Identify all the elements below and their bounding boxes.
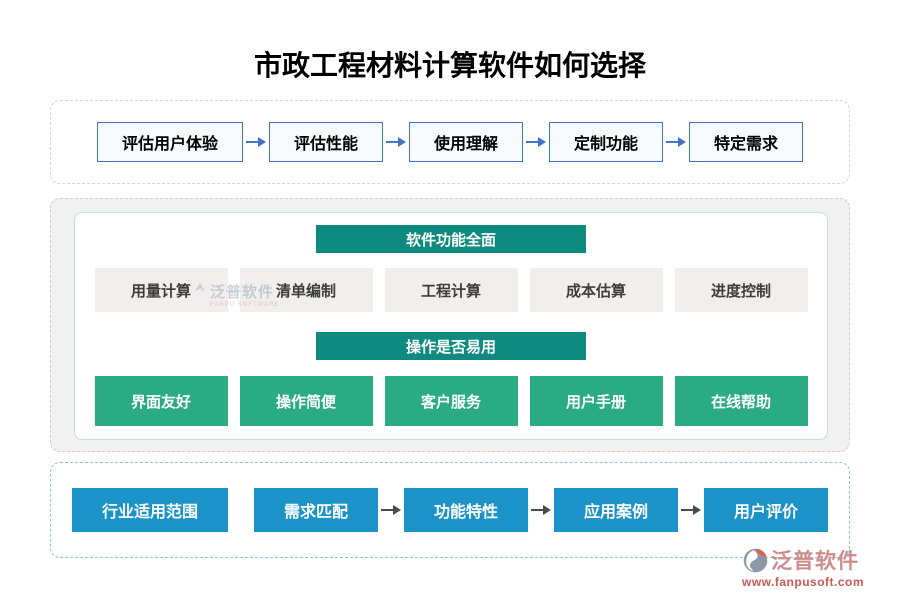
usability-item-friendly-ui: 界面友好 bbox=[94, 376, 228, 426]
function-items-row: 用量计算 清单编制 工程计算 成本估算 进度控制 bbox=[75, 268, 827, 312]
arrow-right-icon bbox=[663, 136, 689, 148]
fanpu-logo: 泛普软件 www.fanpusoft.com bbox=[742, 545, 898, 589]
feature-card: 软件功能全面 用量计算 清单编制 工程计算 成本估算 进度控制 操作是否易用 界… bbox=[74, 212, 828, 440]
flow-step-demand-match: 需求匹配 bbox=[253, 488, 378, 532]
usability-item-customer-service: 客户服务 bbox=[384, 376, 518, 426]
function-item-engineering-calc: 工程计算 bbox=[384, 268, 518, 312]
arrow-right-icon bbox=[678, 504, 704, 516]
page-title: 市政工程材料计算软件如何选择 bbox=[253, 50, 646, 81]
usability-item-user-manual: 用户手册 bbox=[529, 376, 663, 426]
flow-step-custom-functions: 定制功能 bbox=[549, 122, 664, 162]
flow-step-feature-traits: 功能特性 bbox=[403, 488, 528, 532]
feature-panel: 软件功能全面 用量计算 清单编制 工程计算 成本估算 进度控制 操作是否易用 界… bbox=[50, 198, 850, 452]
flow-step-performance: 评估性能 bbox=[268, 122, 383, 162]
selection-flow-panel: 行业适用范围 需求匹配 功能特性 应用案例 用户评价 bbox=[50, 462, 850, 558]
evaluation-flow-panel: 评估用户体验 评估性能 使用理解 定制功能 特定需求 bbox=[50, 100, 850, 184]
arrow-right-icon bbox=[523, 136, 549, 148]
function-item-list-compile: 清单编制 bbox=[239, 268, 373, 312]
flow-step-user-experience: 评估用户体验 bbox=[96, 122, 243, 162]
fanpu-logo-url: www.fanpusoft.com bbox=[742, 575, 865, 589]
flow-step-application-cases: 应用案例 bbox=[554, 488, 679, 532]
fanpu-logo-icon bbox=[743, 548, 768, 572]
fanpu-logo-name: 泛普软件 bbox=[771, 550, 859, 573]
flow-step-usage-understanding: 使用理解 bbox=[408, 122, 523, 162]
arrow-right-icon bbox=[378, 504, 404, 516]
section-header-ease-of-use: 操作是否易用 bbox=[316, 332, 586, 360]
flow-gap bbox=[228, 504, 254, 516]
function-item-quantity-calc: 用量计算 bbox=[94, 268, 228, 312]
flow-step-industry-scope: 行业适用范围 bbox=[71, 488, 228, 532]
flow-step-specific-needs: 特定需求 bbox=[689, 122, 804, 162]
arrow-right-icon bbox=[383, 136, 409, 148]
section-header-software-functions: 软件功能全面 bbox=[316, 225, 586, 253]
arrow-right-icon bbox=[243, 136, 269, 148]
usability-items-row: 界面友好 操作简便 客户服务 用户手册 在线帮助 bbox=[75, 376, 827, 426]
function-item-cost-estimate: 成本估算 bbox=[529, 268, 663, 312]
usability-item-online-help: 在线帮助 bbox=[674, 376, 808, 426]
arrow-right-icon bbox=[528, 504, 554, 516]
usability-item-simple-operation: 操作简便 bbox=[239, 376, 373, 426]
flow-step-user-reviews: 用户评价 bbox=[704, 488, 829, 532]
function-item-progress-control: 进度控制 bbox=[674, 268, 808, 312]
